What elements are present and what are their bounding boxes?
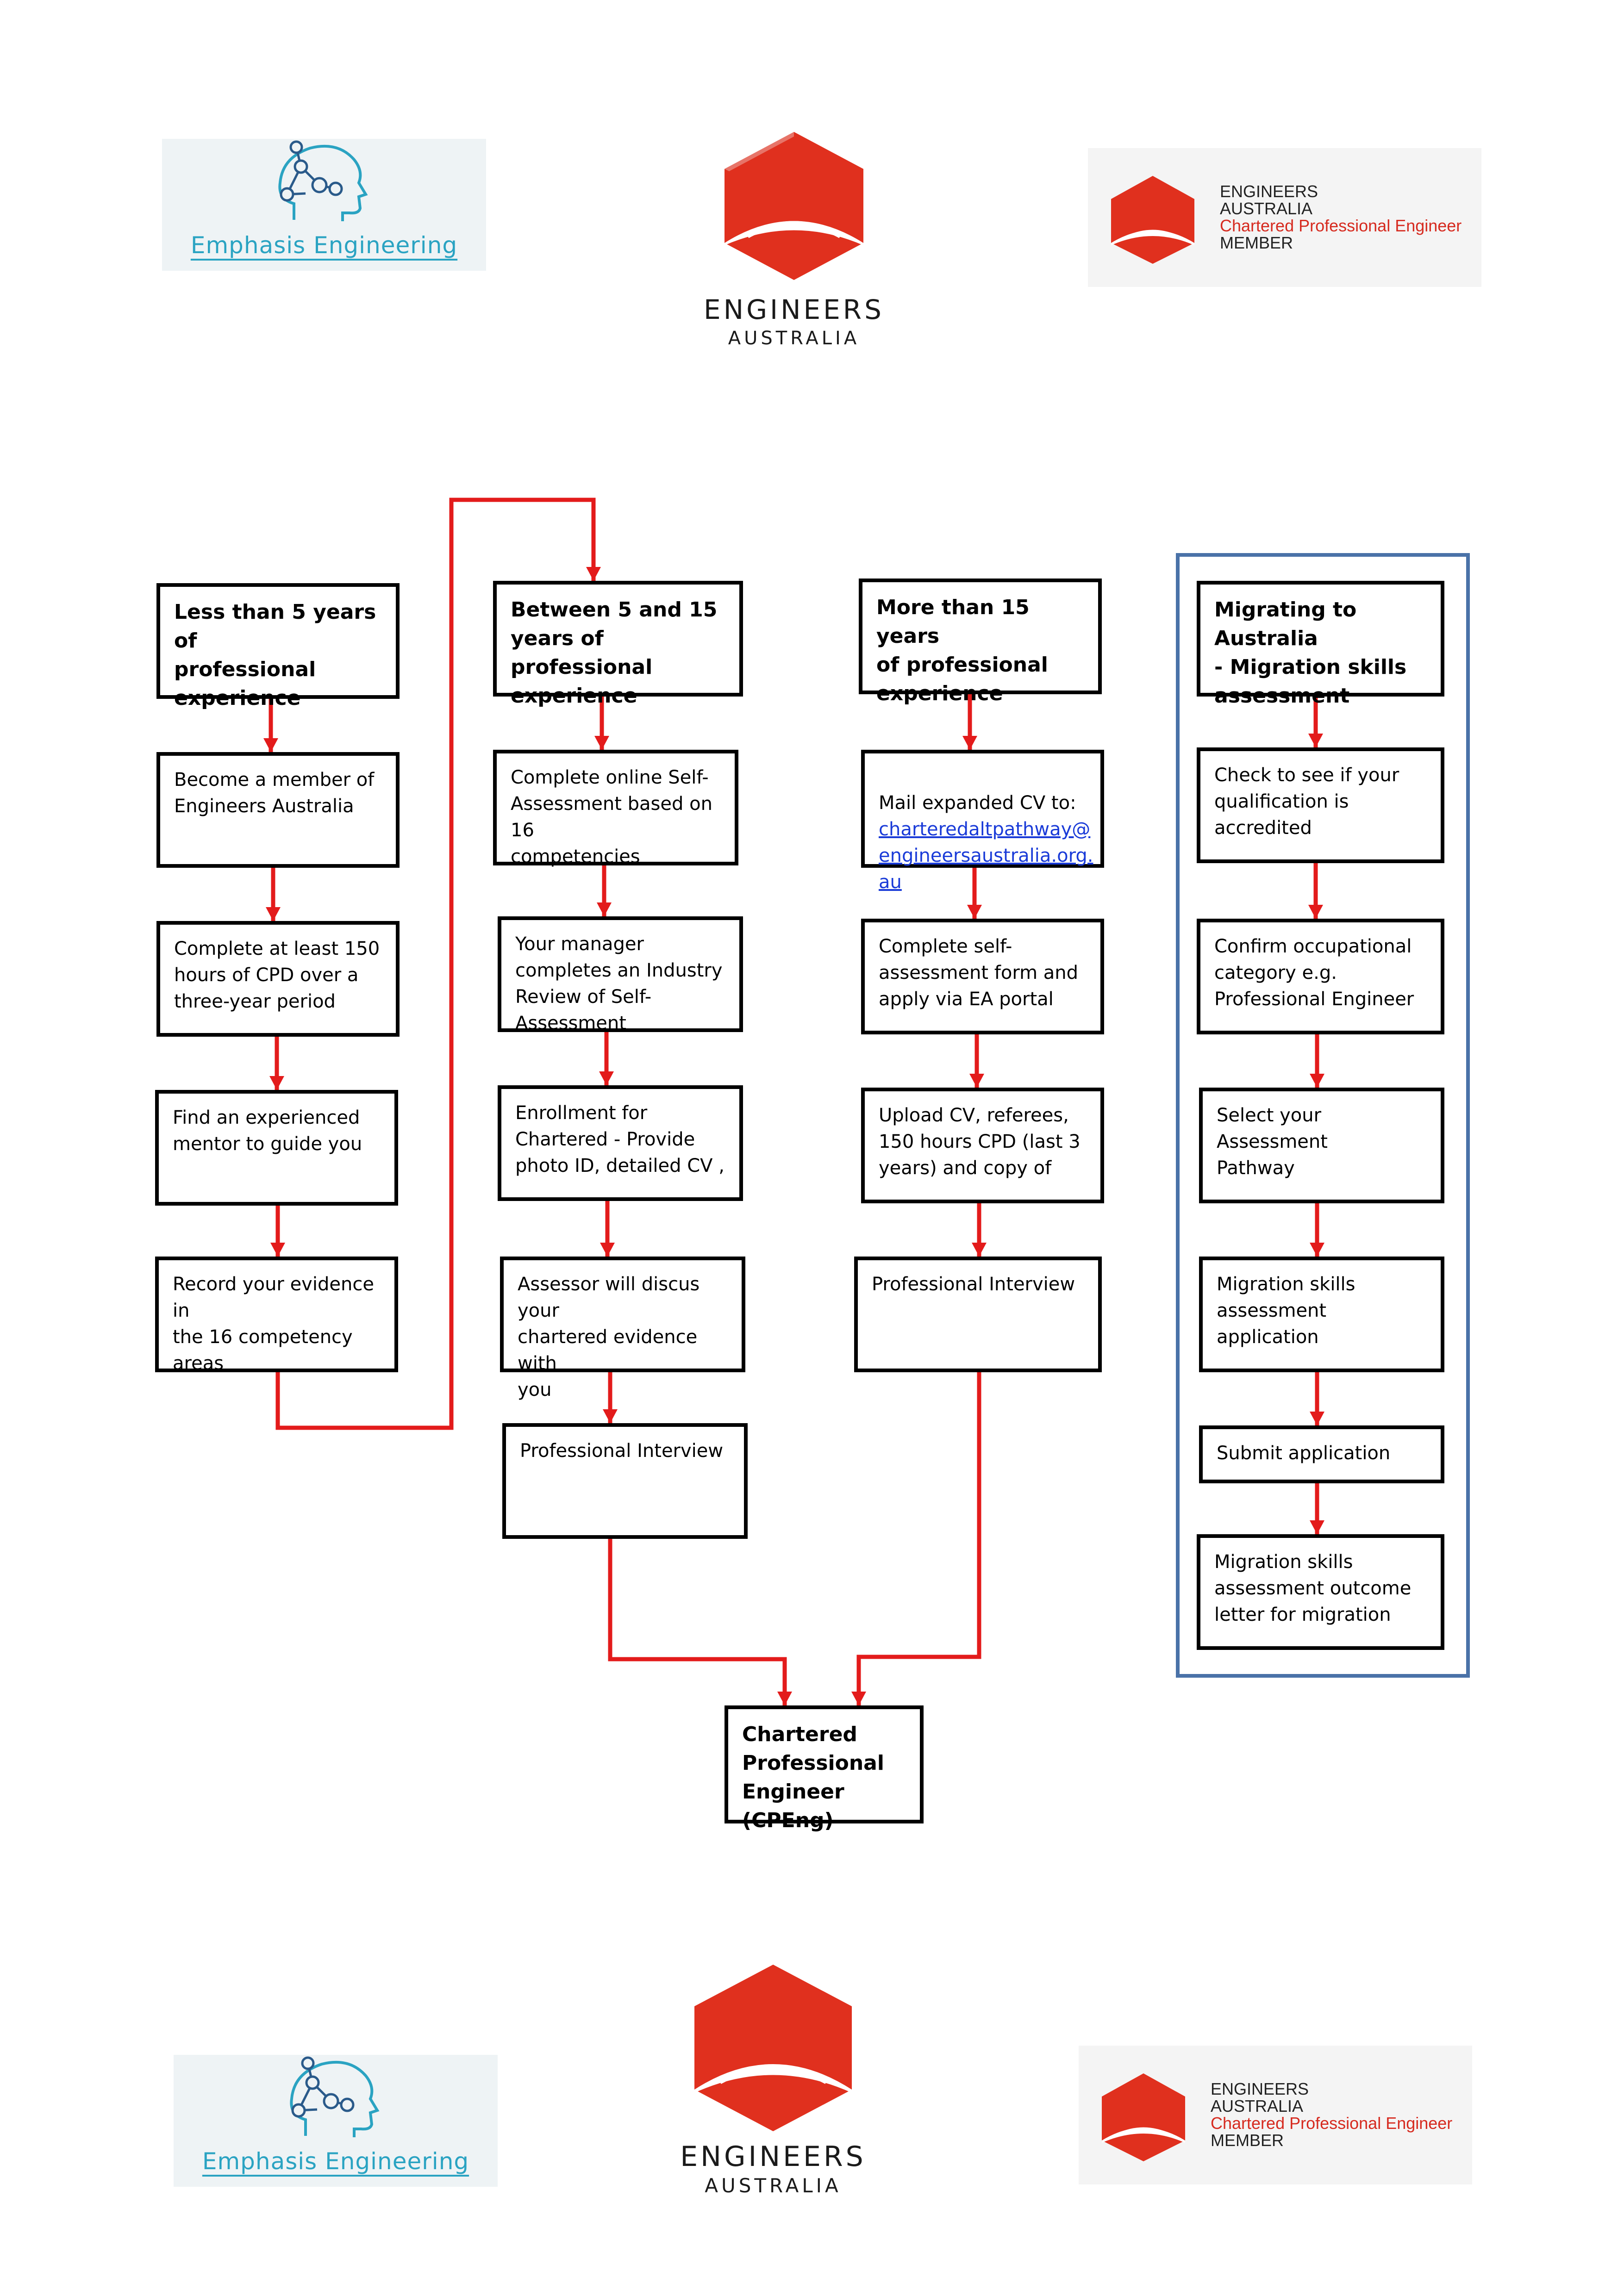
arrowhead-2	[266, 907, 281, 921]
arrowhead-3	[269, 1076, 284, 1090]
arrowhead-17	[1308, 734, 1323, 747]
col4-header-box: Migrating to Australia - Migration skill…	[1197, 581, 1444, 708]
ea-logo-line1: ENGINEERS	[704, 294, 884, 325]
col2-header-box: Between 5 and 15 years of professional e…	[493, 581, 743, 708]
col3-step1-text: Mail expanded CV to:	[879, 792, 1076, 814]
ea-hexagon-icon	[694, 1965, 852, 2131]
member-logo-line2: AUSTRALIA	[1211, 2097, 1304, 2116]
col3-email-link[interactable]: charteredaltpathway@ engineersaustralia.…	[879, 819, 1093, 893]
col3-step4-box: Professional Interview	[854, 1257, 1102, 1372]
arrowhead-18	[1308, 905, 1323, 919]
col4-step4-box: Migration skills assessment application	[1199, 1257, 1444, 1372]
col4-step5-box: Submit application	[1199, 1425, 1444, 1483]
col4-step2-box: Confirm occupational category e.g. Profe…	[1197, 919, 1444, 1034]
arrowhead-1	[263, 738, 278, 752]
arrowhead-13	[967, 905, 982, 919]
engineers-australia-logo-bottom: ENGINEERS AUSTRALIA	[664, 1962, 882, 2197]
arrowhead-6	[594, 736, 609, 750]
col1-step1-box: Become a member of Engineers Australia	[156, 752, 400, 868]
ea-hexagon-small-icon	[1102, 2073, 1185, 2161]
col2-step2-box: Your manager completes an Industry Revie…	[498, 916, 743, 1034]
col4-step6-box: Migration skills assessment outcome lett…	[1197, 1534, 1444, 1650]
arrowhead-22	[1310, 1520, 1324, 1534]
emphasis-logo-text: Emphasis Engineering	[190, 232, 458, 259]
member-logo-line3: Chartered Professional Engineer	[1211, 2114, 1453, 2133]
member-logo-line3: Chartered Professional Engineer	[1220, 216, 1462, 235]
col3-header-box: More than 15 years of professional exper…	[859, 579, 1102, 705]
cpeng-outcome-box: Chartered Professional Engineer (CPEng)	[725, 1705, 924, 1832]
head-network-icon	[290, 2056, 380, 2137]
col2-step5-box: Professional Interview	[502, 1423, 748, 1539]
arrowhead-10	[603, 1409, 618, 1423]
cpeng-member-logo-top: ENGINEERS AUSTRALIA Chartered Profession…	[1088, 148, 1481, 287]
col4-step3-box: Select your Assessment Pathway	[1199, 1088, 1444, 1203]
ea-hexagon-small-icon	[1111, 176, 1194, 264]
col4-step1-box: Check to see if your qualification is ac…	[1197, 747, 1444, 863]
arrowhead-14	[969, 1074, 984, 1088]
col2-step3-box: Enrollment for Chartered - Provide photo…	[498, 1085, 743, 1201]
col1-step2-box: Complete at least 150 hours of CPD over …	[156, 921, 400, 1037]
arrowhead-8	[599, 1071, 614, 1085]
arrowhead-16	[851, 1692, 866, 1705]
arrowhead-19	[1310, 1074, 1324, 1088]
ea-hexagon-icon	[725, 132, 863, 280]
arrowhead-21	[1310, 1412, 1324, 1425]
engineers-australia-logo-top: ENGINEERS AUSTRALIA	[685, 130, 903, 352]
col3-step1-box: Mail expanded CV to: charteredaltpathway…	[861, 750, 1104, 893]
ea-logo-line1: ENGINEERS	[680, 2140, 866, 2173]
arrowhead-5	[586, 567, 601, 581]
connector-line-11	[608, 1539, 787, 1705]
col1-step4-box: Record your evidence in the 16 competenc…	[155, 1257, 398, 1374]
member-logo-line4: MEMBER	[1220, 233, 1293, 252]
col3-step2-box: Complete self- assessment form and apply…	[861, 919, 1104, 1034]
arrowhead-20	[1310, 1243, 1324, 1257]
cpeng-member-logo-bottom: ENGINEERS AUSTRALIA Chartered Profession…	[1079, 2046, 1472, 2184]
member-logo-line4: MEMBER	[1211, 2131, 1284, 2150]
emphasis-engineering-logo-bottom: Emphasis Engineering	[174, 2055, 498, 2187]
col1-header-box: Less than 5 years of professional experi…	[156, 583, 400, 710]
arrowhead-15	[972, 1243, 987, 1257]
member-logo-line2: AUSTRALIA	[1220, 199, 1313, 218]
col1-step3-box: Find an experienced mentor to guide you	[155, 1090, 398, 1206]
arrowhead-9	[600, 1243, 615, 1257]
ea-logo-line2: AUSTRALIA	[705, 2174, 842, 2197]
head-network-icon	[278, 140, 368, 221]
member-logo-line1: ENGINEERS	[1211, 2079, 1309, 2098]
arrowhead-7	[597, 902, 612, 916]
emphasis-logo-text: Emphasis Engineering	[202, 2148, 469, 2175]
member-logo-line1: ENGINEERS	[1220, 182, 1318, 201]
col2-step4-box: Assessor will discus your chartered evid…	[500, 1257, 745, 1400]
connector-line-16	[856, 1372, 981, 1705]
connector-line-5	[275, 498, 596, 1430]
ea-logo-line2: AUSTRALIA	[728, 328, 860, 349]
arrowhead-12	[962, 736, 977, 750]
col3-step3-box: Upload CV, referees, 150 hours CPD (last…	[861, 1088, 1104, 1203]
emphasis-engineering-logo-top: Emphasis Engineering	[162, 139, 486, 271]
arrowhead-11	[777, 1692, 792, 1705]
col2-step1-box: Complete online Self- Assessment based o…	[493, 750, 738, 867]
arrowhead-4	[270, 1243, 285, 1257]
migration-group-frame	[1176, 553, 1470, 1678]
